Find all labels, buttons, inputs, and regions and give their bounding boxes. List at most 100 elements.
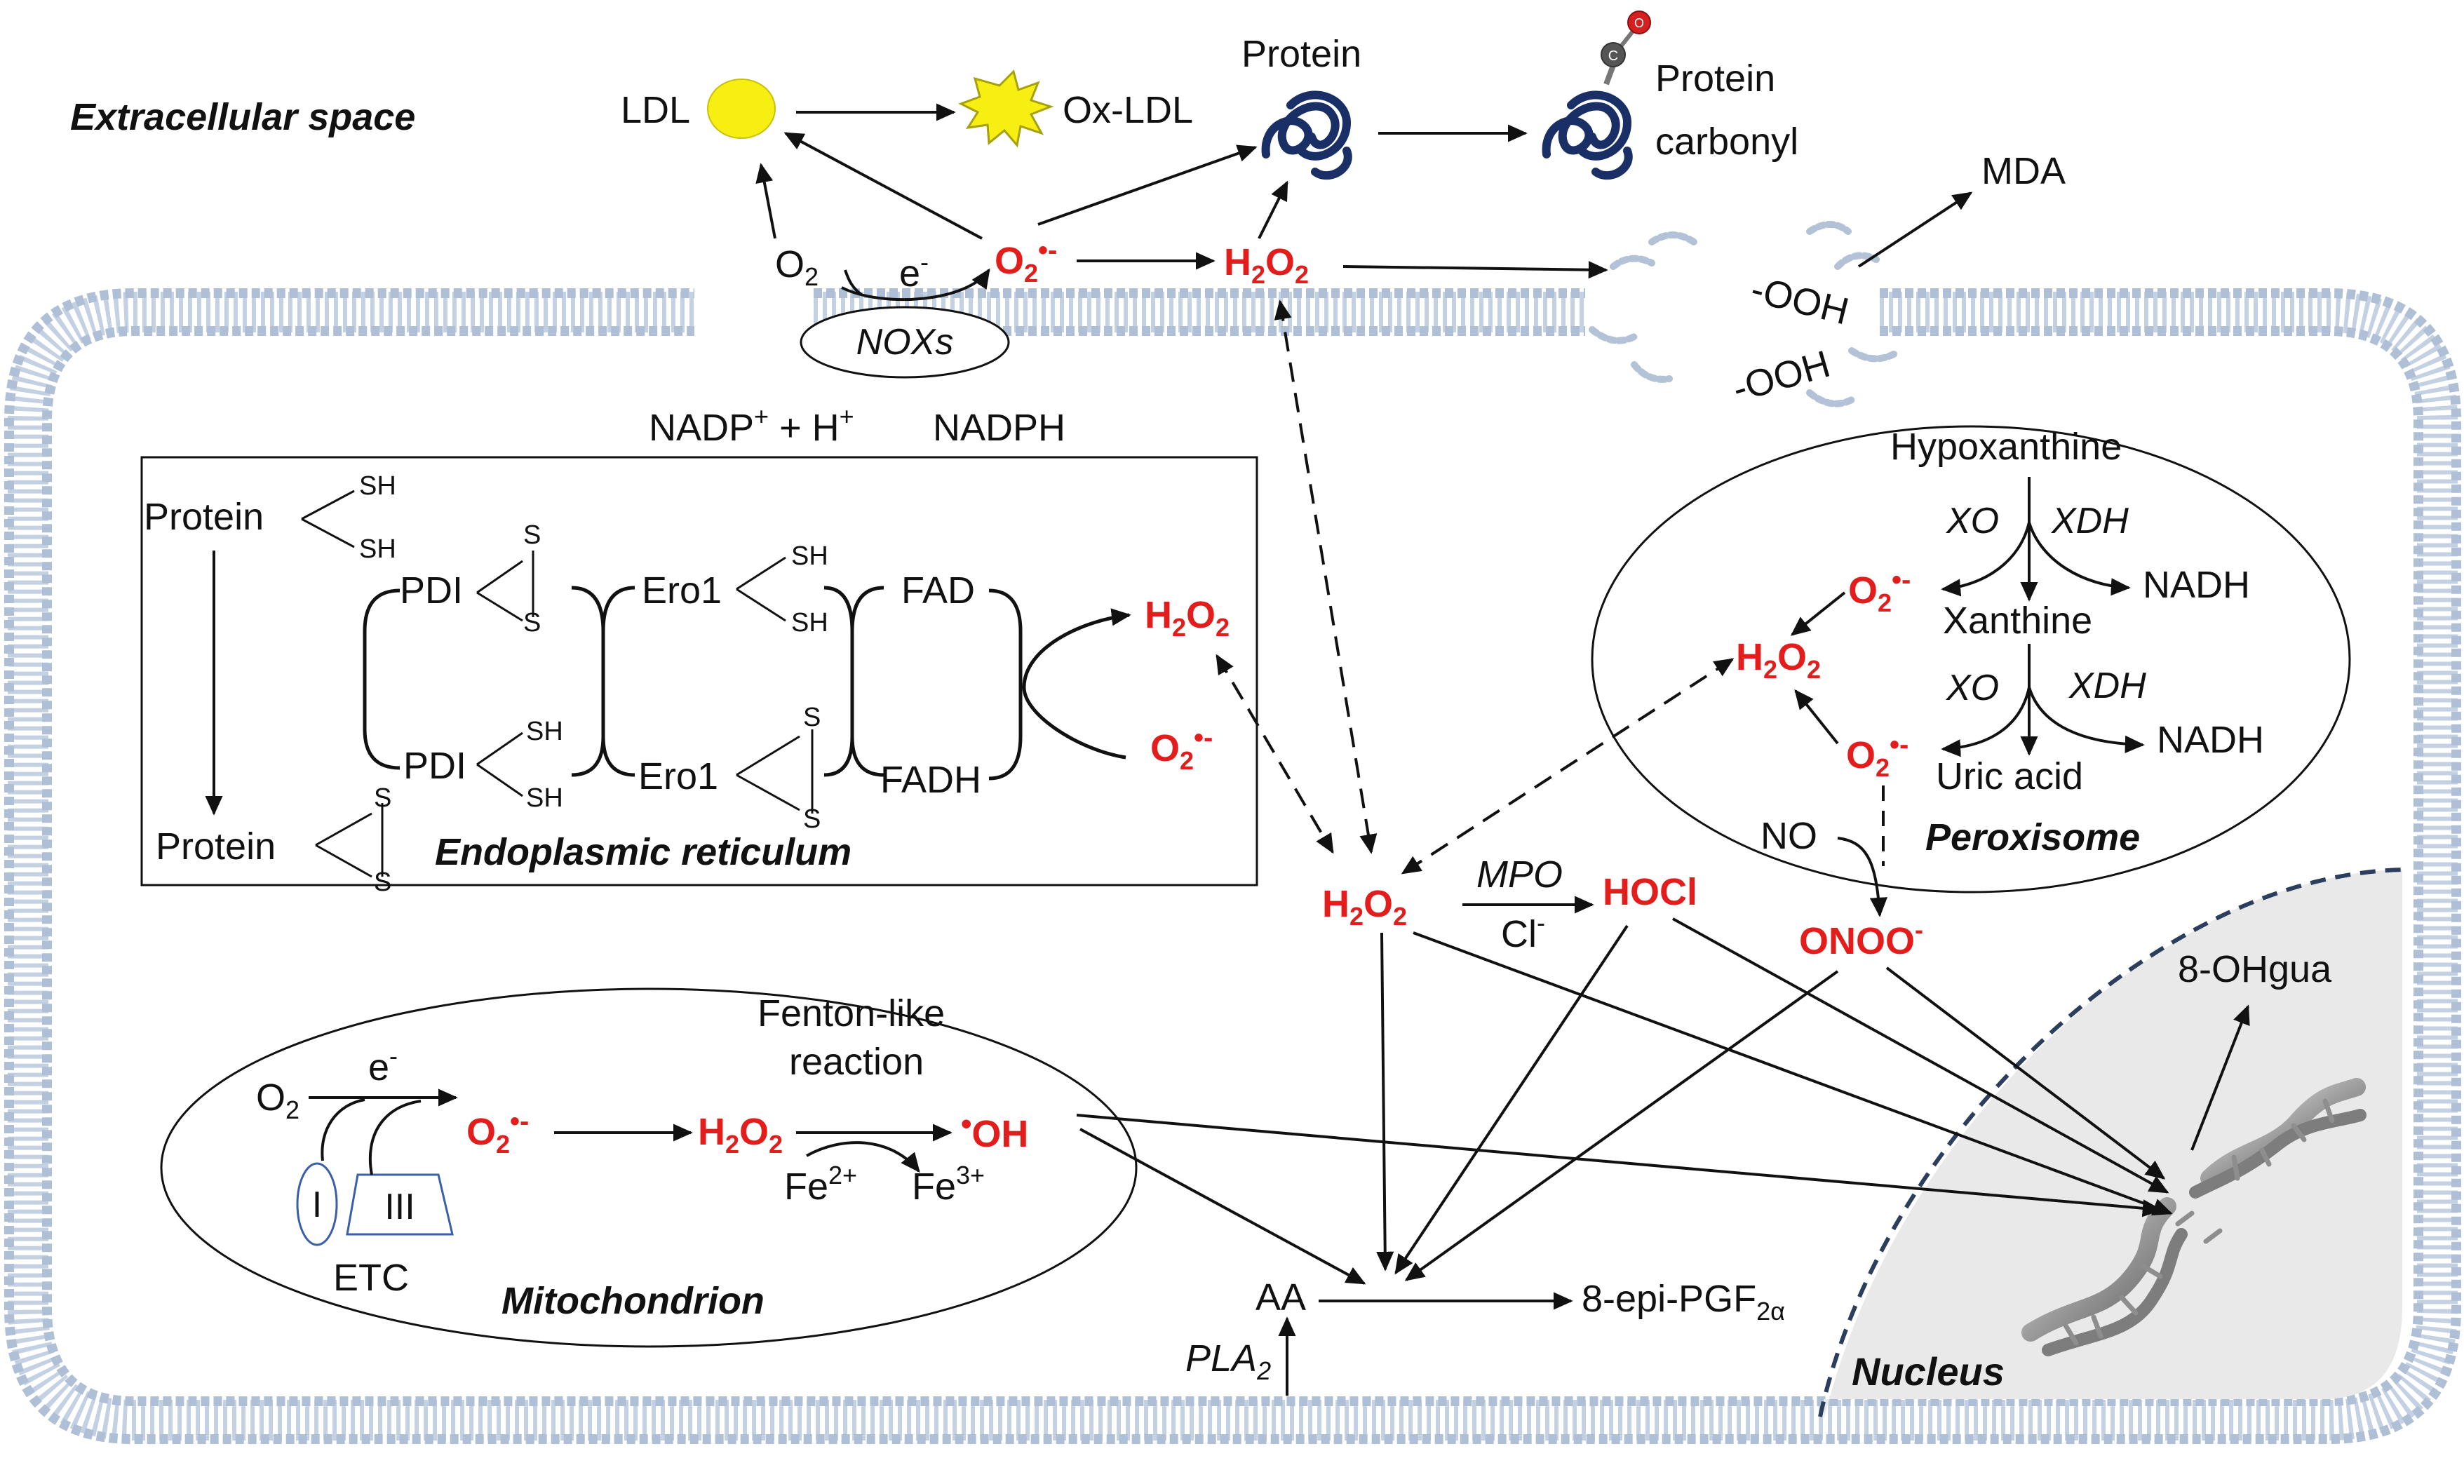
ero1-oxidized: Ero1	[638, 755, 718, 797]
er-box	[140, 456, 1258, 886]
nucleus-title: Nucleus	[1852, 1349, 2005, 1394]
er-sh-3: SH	[526, 717, 563, 746]
er-sh-2: SH	[359, 534, 396, 564]
svg-text:C: C	[1608, 48, 1618, 64]
mito-electron: e-	[368, 1041, 398, 1088]
arrow-h2o2-to-lipid	[1342, 261, 1608, 279]
protein-label: Protein	[1241, 33, 1361, 75]
xanthine-label: Xanthine	[1943, 600, 2092, 642]
uric-acid-label: Uric acid	[1936, 755, 2083, 797]
er-s-3: S	[523, 520, 541, 550]
er-protein-bottom: Protein	[156, 825, 276, 868]
arrow-superoxide-to-ldl	[783, 132, 983, 240]
arrow-h2o2-bidirectional-peroxisome	[1401, 658, 1735, 875]
arrow-h2o2-to-aa	[1376, 932, 1394, 1271]
complex-iii	[346, 1173, 454, 1236]
er-thiol-wedges	[301, 490, 814, 878]
nox-label: NOXs	[856, 322, 954, 363]
xo-label-1: XO	[1946, 501, 1999, 541]
er-sh-5: SH	[791, 541, 828, 571]
mda-label: MDA	[1981, 150, 2066, 192]
8-ohgua-label: 8-OHgua	[2178, 948, 2332, 990]
er-coupling-brackets	[363, 586, 1023, 781]
no-label: NO	[1761, 815, 1817, 857]
mitochondrion-title: Mitochondrion	[501, 1280, 765, 1322]
membrane-fragment	[1589, 231, 1697, 383]
er-sh-6: SH	[791, 608, 828, 638]
arrow-fe2-to-fe3	[806, 1141, 920, 1173]
arrow-hocl-to-aa	[1394, 924, 1629, 1275]
membrane-outer-line	[4, 288, 2461, 1444]
protein-carbonyl-label-line1: Protein	[1655, 58, 1775, 100]
mito-superoxide: O2•-	[466, 1106, 529, 1159]
er-s-2: S	[374, 868, 391, 897]
arrow-complex-i-feed	[321, 1098, 365, 1161]
isoprostane-label: 8-epi-PGF2α	[1582, 1278, 1785, 1326]
protein-carbonyl-label-line2: carbonyl	[1655, 121, 1798, 163]
arrow-onoo-to-dna	[1885, 966, 2166, 1180]
fad-label: FAD	[901, 569, 975, 612]
fenton-label-line2: reaction	[789, 1041, 924, 1083]
er-s-5: S	[803, 703, 821, 732]
carbon-atom-icon	[1601, 42, 1626, 67]
fenton-label-line1: Fenton-like	[758, 992, 945, 1034]
ox-ldl-burst-icon	[958, 69, 1054, 148]
er-o2-to-h2o2-arrow	[1022, 608, 1131, 760]
pathway-arrows	[309, 103, 2250, 1396]
er-h2o2: H2O2	[1145, 594, 1230, 642]
nucleus-envelope	[1818, 868, 2410, 1417]
xo-label-2: XO	[1946, 668, 1999, 708]
cytosol-h2o2: H2O2	[1322, 883, 1407, 931]
peroxynitrite-label: ONOO-	[1799, 915, 1923, 962]
complex-i	[296, 1162, 338, 1246]
protein-carbonyl-icon: C O	[1542, 11, 1651, 180]
arrow-superoxide-to-protein	[1037, 144, 1258, 226]
electron-extracellular: e-	[899, 248, 929, 295]
ldl-particle-icon	[707, 79, 776, 139]
mito-h2o2: H2O2	[698, 1111, 783, 1159]
er-superoxide: O2•-	[1150, 722, 1213, 775]
pla2-label: PLA2	[1185, 1337, 1271, 1385]
pdi-oxidized: PDI	[400, 569, 463, 612]
ero1-reduced: Ero1	[642, 569, 722, 612]
h2o2-extracellular: H2O2	[1224, 241, 1309, 289]
svg-text:O: O	[1634, 16, 1644, 30]
nucleus-region	[1824, 870, 2402, 1420]
ldl-label: LDL	[621, 89, 690, 131]
nadph-label: NADPH	[933, 407, 1065, 449]
lipid-hydroperoxide-top: -OOH	[1746, 268, 1852, 332]
nadh-label-1: NADH	[2143, 564, 2250, 606]
membrane-fragment	[1806, 221, 1897, 407]
er-sh-4: SH	[526, 783, 563, 813]
mito-o2: O2	[256, 1077, 299, 1124]
ox-ldl-label: Ox-LDL	[1063, 89, 1193, 131]
xdh-label-1: XDH	[2051, 501, 2129, 541]
arrow-oh-to-aa	[1079, 1128, 1366, 1285]
arrow-h2o2-bidirectional-top	[1274, 299, 1378, 854]
arrow-dna-to-8ohgua	[2190, 1004, 2250, 1151]
er-title: Endoplasmic reticulum	[435, 831, 851, 873]
aa-label: AA	[1255, 1276, 1306, 1318]
arrow-o2-to-ldl	[755, 163, 776, 239]
hypoxanthine-label: Hypoxanthine	[1890, 426, 2122, 468]
chloride-label: Cl-	[1501, 908, 1545, 955]
arrow-lipid-to-mda	[1857, 191, 1973, 268]
er-s-6: S	[803, 804, 821, 834]
peroxisome-reaction-arrows	[1790, 477, 2145, 757]
fadh-label: FADH	[880, 759, 981, 801]
er-protein-top: Protein	[144, 496, 264, 538]
arrow-nox-o2-entry	[844, 269, 863, 296]
xdh-label-2: XDH	[2068, 666, 2146, 706]
er-s-1: S	[374, 783, 391, 813]
arrow-onoo-to-aa	[1404, 970, 1839, 1281]
arrow-h2o2-to-protein	[1258, 180, 1288, 239]
pdi-reduced: PDI	[403, 745, 466, 787]
no-to-onoo-arrow	[1837, 837, 1887, 917]
arrow-h2o2-bidirectional-er	[1216, 654, 1334, 854]
arrow-hocl-to-dna	[1672, 917, 2169, 1194]
arrow-h2o2-to-dna	[1413, 931, 2173, 1216]
mitochondrion-outline	[160, 987, 1138, 1348]
nadp-label: NADP+ + H+	[649, 402, 854, 449]
peroxisome-superoxide-2: O2•-	[1846, 729, 1908, 782]
